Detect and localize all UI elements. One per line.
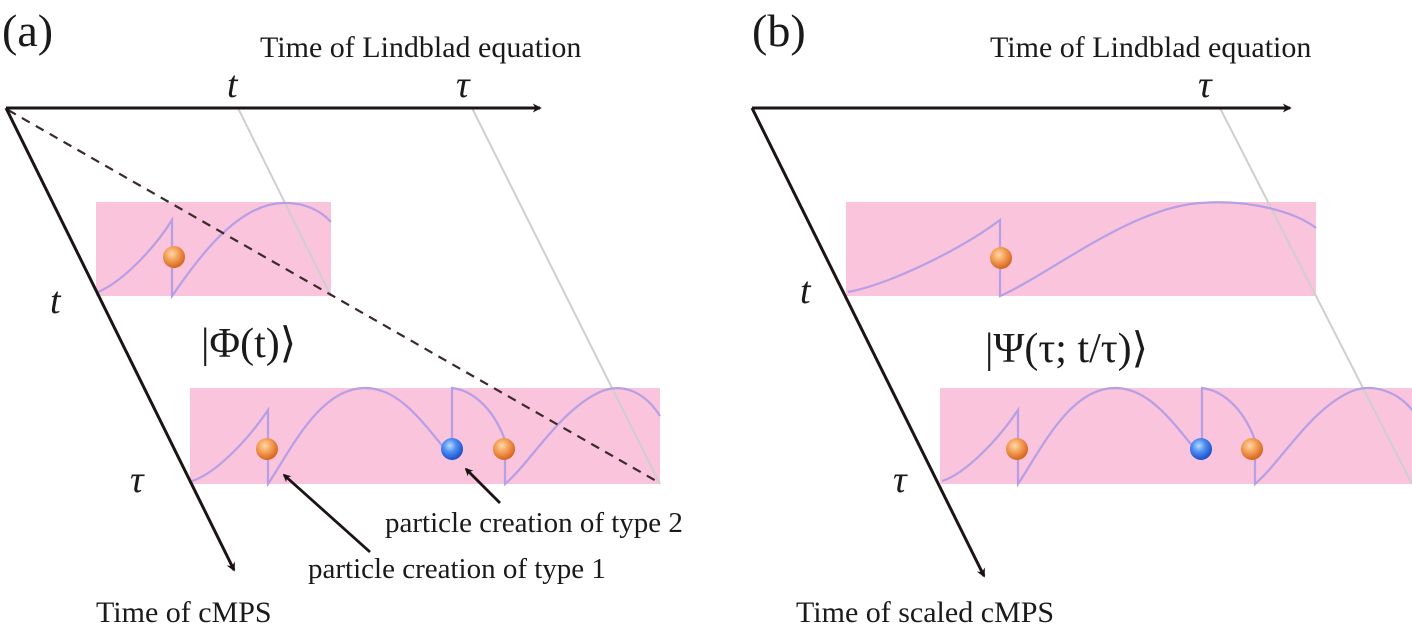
strip-tau bbox=[190, 388, 660, 484]
particle-type1 bbox=[493, 438, 515, 460]
dashed-scaling-line bbox=[7, 109, 659, 483]
particle-type1 bbox=[1241, 438, 1263, 460]
panel-a: (a) Time of Lindblad equation t τ t τ |Φ… bbox=[2, 5, 683, 629]
wave-upper bbox=[97, 201, 332, 300]
horizontal-axis-label: Time of Lindblad equation bbox=[990, 31, 1311, 64]
state-label: |Φ(t)⟩ bbox=[201, 321, 296, 367]
annotation-arrow-type1 bbox=[282, 473, 371, 554]
panel-tag: (a) bbox=[2, 5, 53, 56]
particle-type1 bbox=[1006, 438, 1028, 460]
vertical-axis-arrow bbox=[750, 107, 986, 578]
vertical-axis-arrow bbox=[4, 107, 236, 572]
vertical-axis-label: Time of cMPS bbox=[96, 596, 272, 629]
tick-label-t-side: t bbox=[50, 280, 62, 322]
guide-line-tau bbox=[1219, 107, 1412, 485]
annotation-type1: particle creation of type 1 bbox=[308, 553, 606, 585]
state-label: |Ψ(τ; t/τ)⟩ bbox=[985, 326, 1148, 372]
particle-type2 bbox=[441, 438, 463, 460]
particle-type1 bbox=[256, 438, 278, 460]
particle-type2 bbox=[1190, 438, 1212, 460]
particle-type1 bbox=[990, 247, 1012, 269]
annotation-arrow-type2 bbox=[464, 467, 501, 504]
wave-upper bbox=[847, 201, 1317, 298]
strip-tau bbox=[940, 388, 1412, 484]
vertical-axis-label: Time of scaled cMPS bbox=[796, 596, 1054, 629]
tick-label-tau-top: τ bbox=[1198, 64, 1213, 106]
tick-label-tau-side: τ bbox=[130, 459, 145, 501]
particle-type1 bbox=[163, 246, 185, 268]
tick-label-tau-side: τ bbox=[893, 459, 908, 501]
horizontal-axis-label: Time of Lindblad equation bbox=[260, 31, 581, 64]
strip-phi-t bbox=[96, 202, 331, 296]
annotation-type2: particle creation of type 2 bbox=[385, 507, 683, 539]
panel-tag: (b) bbox=[752, 5, 806, 56]
tick-label-t-top: t bbox=[227, 64, 239, 106]
panel-b: (b) Time of Lindblad equation τ t τ |Ψ(τ… bbox=[750, 5, 1412, 629]
guide-line-tau bbox=[471, 107, 661, 485]
tick-label-tau-top: τ bbox=[456, 64, 471, 106]
tick-label-t-side: t bbox=[800, 270, 812, 312]
